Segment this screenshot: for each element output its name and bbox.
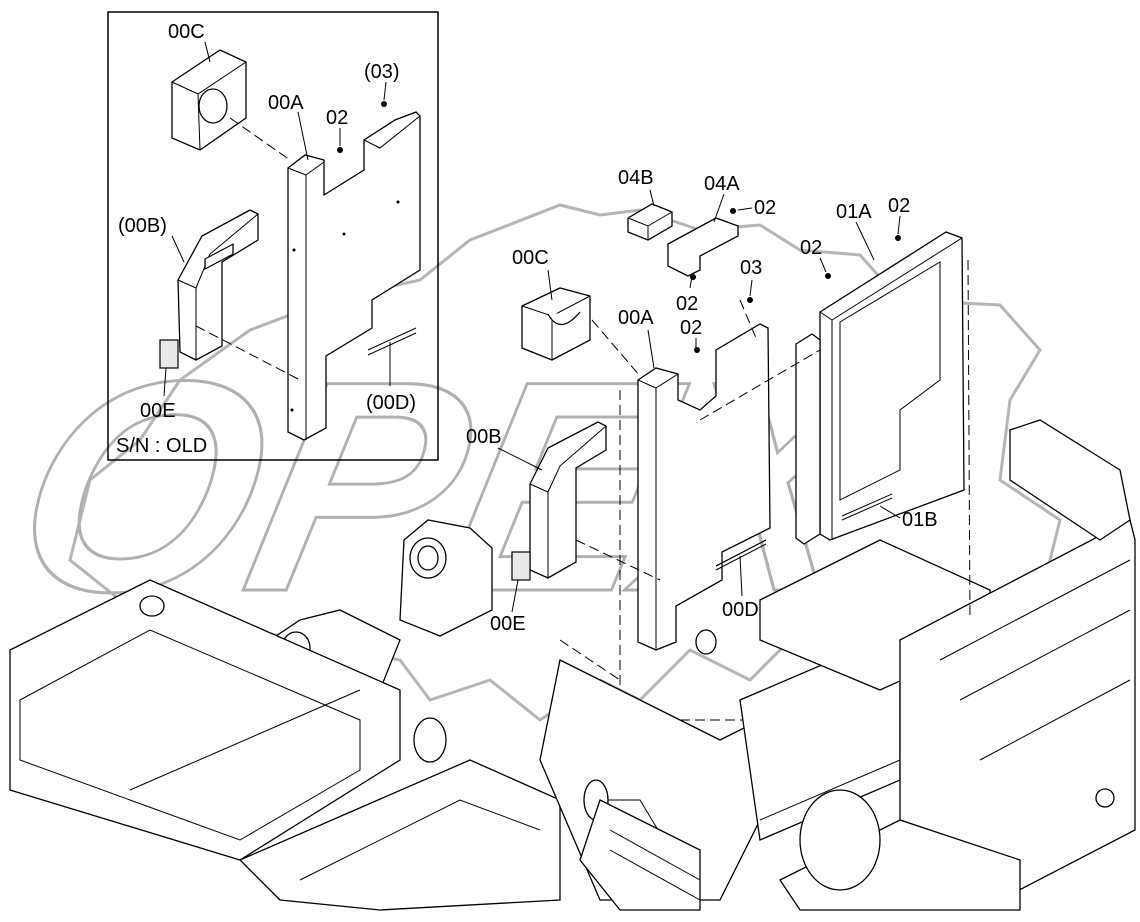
label-01b: 01B [902,509,938,531]
inset-label-00d: (00D) [366,392,416,414]
main-exploded-parts: 04B 04A 02 01A 02 00C 03 02 02 00A 02 00… [9,167,1136,911]
inset-label-02: 02 [326,107,348,129]
inset-label-03: (03) [364,61,400,83]
part-04b [627,203,673,241]
part-04a [667,217,739,277]
label-02-e: 02 [680,317,702,339]
inset-label-00e: 00E [140,400,176,422]
label-02-a: 02 [754,197,776,219]
part-00c [521,287,591,361]
label-04b: 04B [618,167,654,189]
part-00b [511,421,607,581]
inset-serial-note: S/N : OLD [116,435,207,457]
inset-label-00c: 00C [168,21,205,43]
label-02-b: 02 [888,195,910,217]
label-00c: 00C [512,247,549,269]
label-00b: 00B [466,426,502,448]
label-00e: 00E [490,613,526,635]
lower-frame [9,419,1136,911]
part-00e [511,551,531,581]
label-00a: 00A [618,307,654,329]
label-02-c: 02 [800,237,822,259]
inset-label-00b: (00B) [118,215,167,237]
part-01a [795,231,965,545]
part-00d [715,539,767,567]
inset-part-00b [159,209,301,381]
inset-old-serial: 00C (03) 00A 02 (00B) 00E (00D) S/N : OL… [107,11,439,461]
label-03: 03 [740,257,762,279]
inset-part-00a [287,101,421,441]
label-00d: 00D [722,599,759,621]
label-04a: 04A [704,173,740,195]
label-01a: 01A [836,201,872,223]
inset-label-00a: 00A [268,92,304,114]
part-01b [841,493,893,517]
inset-part-00c [171,49,291,161]
inset-part-00e [159,339,179,369]
label-02-d: 02 [676,293,698,315]
